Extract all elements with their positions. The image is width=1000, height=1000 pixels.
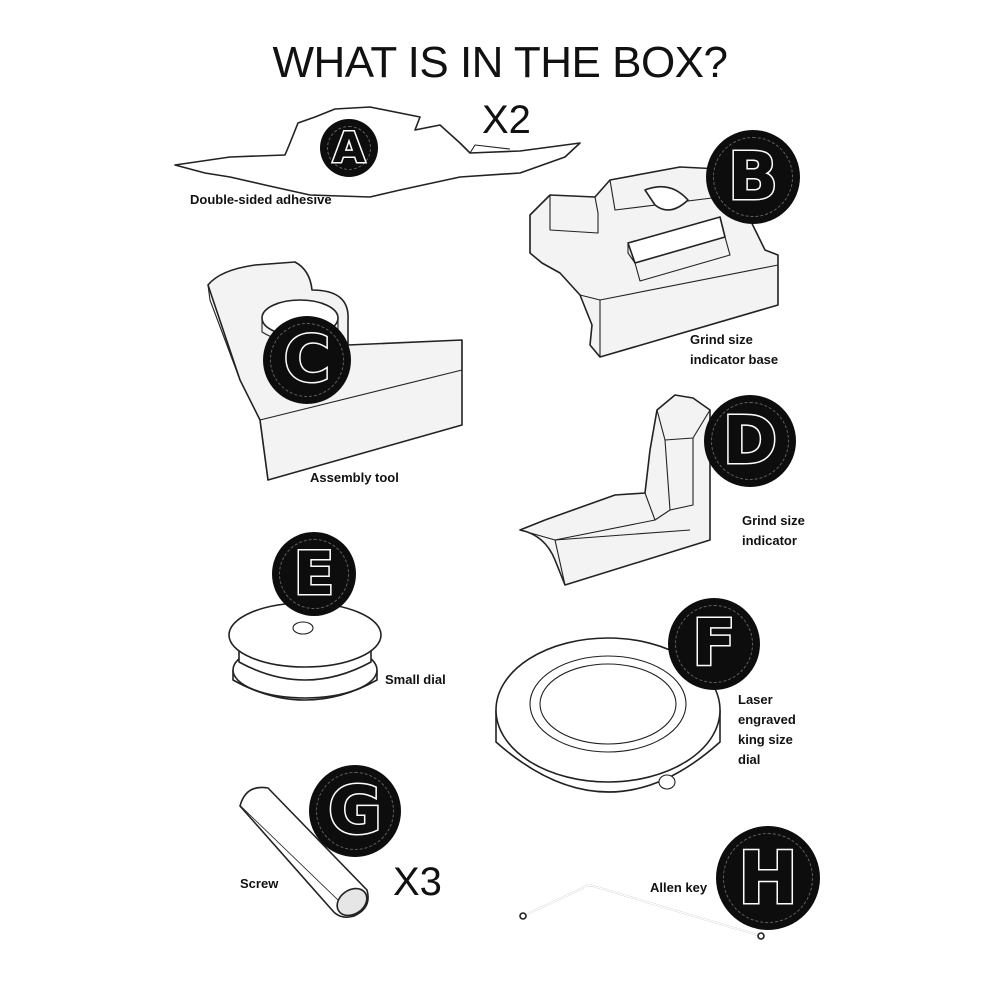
badge-c: C xyxy=(263,316,351,404)
quantity-a: X2 xyxy=(482,98,531,142)
king-size-dial-illustration xyxy=(495,637,721,793)
grind-size-indicator-base-illustration xyxy=(529,166,779,358)
label-grind-size-indicator: Grind size indicator xyxy=(742,513,805,548)
grind-size-indicator-illustration xyxy=(519,394,711,586)
quantity-g: X3 xyxy=(393,860,442,904)
label-small-dial: Small dial xyxy=(385,672,446,687)
badge-d: D xyxy=(704,395,796,487)
screw-illustration xyxy=(239,786,369,918)
label-double-sided-adhesive: Double-sided adhesive xyxy=(190,192,332,207)
badge-e: E xyxy=(272,532,356,616)
label-screw: Screw xyxy=(240,876,279,891)
badge-g: G xyxy=(309,765,401,857)
badge-f: F xyxy=(668,598,760,690)
badge-b: B xyxy=(706,130,800,224)
label-allen-key: Allen key xyxy=(650,880,708,895)
small-dial-illustration xyxy=(228,602,382,701)
allen-key-illustration xyxy=(519,884,765,940)
label-assembly-tool: Assembly tool xyxy=(310,470,399,485)
label-king-size-dial: Laser engraved king size dial xyxy=(738,692,796,767)
badge-a: A xyxy=(320,119,378,177)
badge-h: H xyxy=(716,826,820,930)
label-grind-size-indicator-base: Grind size indicator base xyxy=(690,332,779,367)
page-title: WHAT IS IN THE BOX? xyxy=(272,38,728,87)
